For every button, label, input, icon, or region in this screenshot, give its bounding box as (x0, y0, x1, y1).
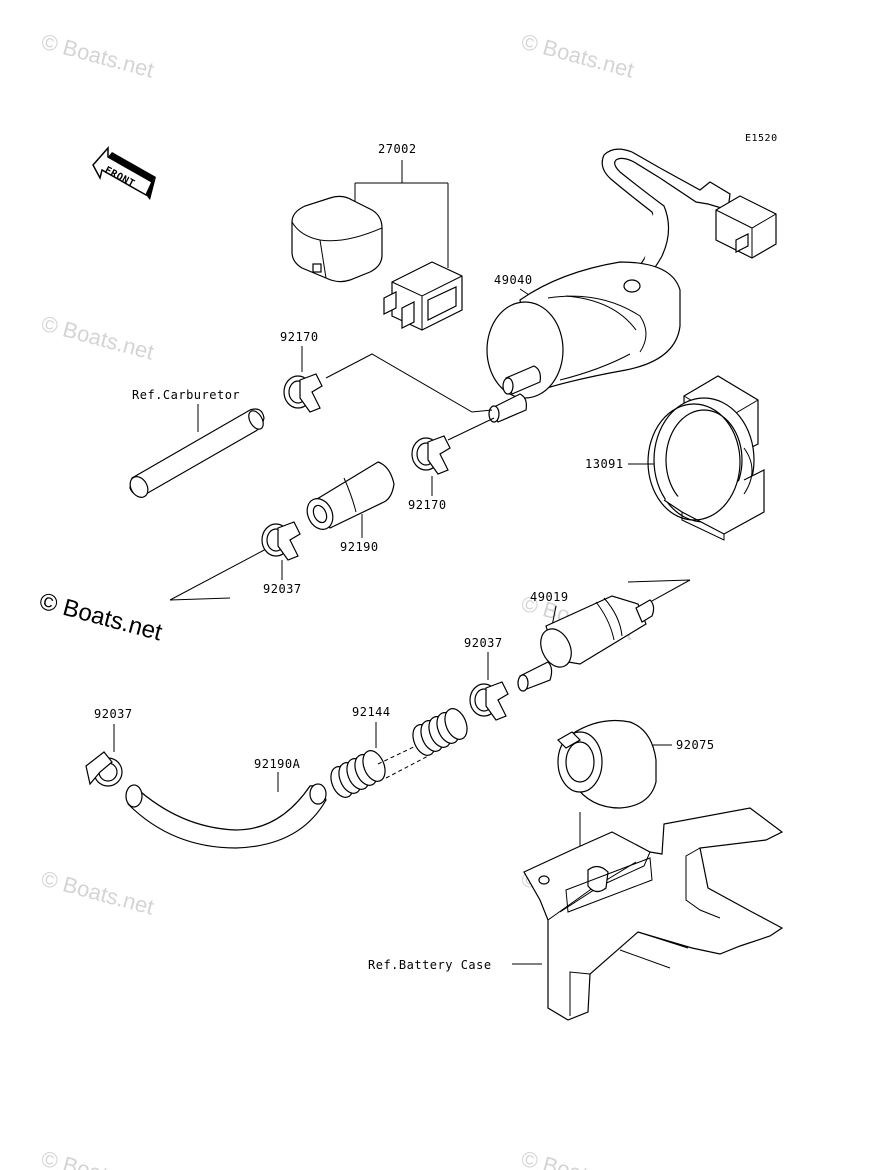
fuel-pump (486, 148, 777, 423)
part-label-92144: 92144 (352, 705, 391, 719)
part-label-92170-mid: 92170 (408, 498, 447, 512)
inline-fuel-filter (517, 595, 655, 692)
carburetor-hose (129, 408, 265, 498)
part-label-92075: 92075 (676, 738, 715, 752)
ref-battery-case-label: Ref.Battery Case (368, 958, 492, 972)
part-label-92037-left: 92037 (263, 582, 302, 596)
part-label-49040: 49040 (494, 273, 533, 287)
watermark: © Boats.net (39, 866, 157, 920)
rubber-sleeve-92075 (557, 719, 657, 809)
part-label-49019: 49019 (530, 590, 569, 604)
part-label-92170-top: 92170 (280, 330, 319, 344)
hose-clip-92170-top (283, 373, 323, 413)
watermark-dark: © Boats.net (36, 588, 165, 647)
hose-clip-92037-low (85, 751, 123, 787)
relay-connector (383, 261, 463, 331)
part-label-92037-mid: 92037 (464, 636, 503, 650)
relay-cover (291, 195, 383, 283)
part-label-92190A: 92190A (254, 757, 301, 771)
watermark: © Boats.net (519, 1146, 637, 1170)
watermark: © Boats.net (39, 1146, 157, 1170)
part-label-92037-low: 92037 (94, 707, 133, 721)
part-label-92190: 92190 (340, 540, 379, 554)
watermark: © Boats.net (39, 311, 157, 365)
ref-carburetor-label: Ref.Carburetor (132, 388, 240, 402)
part-label-27002: 27002 (378, 142, 417, 156)
hose-clip-92170-mid (411, 435, 451, 475)
hose-clip-92037-mid (469, 681, 509, 721)
pump-clamp-bracket (647, 375, 765, 541)
battery-case-bracket (523, 807, 784, 1021)
fuel-hose-92190A (125, 783, 327, 849)
part-label-13091: 13091 (585, 457, 624, 471)
hose-spring-92144 (330, 708, 468, 798)
hose-joint-92190 (306, 461, 395, 530)
watermark: © Boats.net (519, 29, 637, 83)
hose-clip-92037-left (261, 521, 301, 561)
diagram-code: E1520 (745, 133, 778, 144)
front-arrow-icon: FRONT (92, 146, 156, 200)
watermark: © Boats.net (39, 29, 157, 83)
